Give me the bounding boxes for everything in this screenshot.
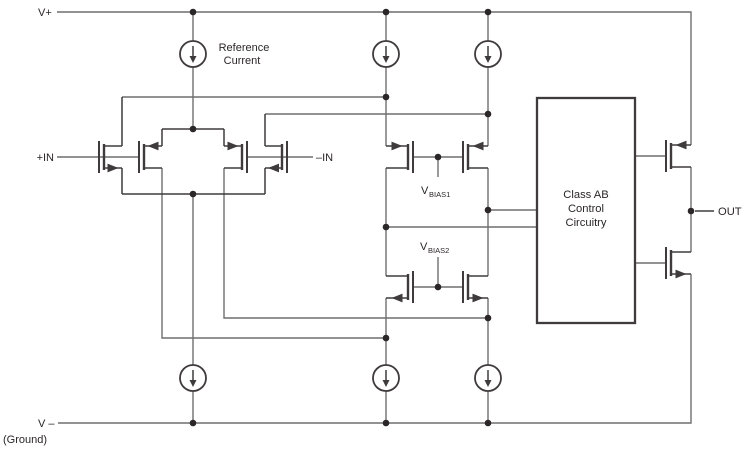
v-plus-label: V+ [38, 7, 52, 19]
noninverting-input-label: +IN [37, 152, 54, 164]
top-current-source-middle [372, 40, 400, 68]
top-current-source-right [474, 40, 502, 68]
ground-note-label: (Ground) [3, 434, 47, 446]
reference-current-source [179, 40, 207, 68]
input-nmos-noninverting [98, 141, 122, 173]
vbias1-label: V [421, 185, 429, 197]
bottom-current-source-right [474, 364, 502, 392]
class-ab-line1: Class AB [563, 189, 608, 201]
inverting-input-label: –IN [316, 152, 333, 164]
output-nmos [665, 247, 691, 279]
input-nmos-inverting [265, 141, 288, 173]
input-pmos-noninverting [138, 141, 162, 173]
class-ab-line3: Circuitry [565, 217, 606, 229]
class-ab-box-outline [535, 96, 637, 325]
reference-current-label-line2: Current [224, 55, 261, 67]
vbias1-pmos-left [386, 141, 414, 173]
vbias1-subscript: BIAS1 [429, 190, 450, 199]
class-ab-line2: Control [568, 203, 604, 215]
output-label: OUT [718, 206, 742, 218]
vbias2-subscript: BIAS2 [428, 246, 449, 255]
vbias2-nmos-right [462, 271, 488, 303]
bottom-current-source-left [179, 364, 207, 392]
positive-rail [57, 11, 692, 145]
input-pmos-inverting [224, 141, 248, 173]
reference-current-label-line1: Reference [219, 42, 270, 54]
output-pmos [665, 140, 691, 172]
labels: V+ V – (Ground) Reference Current +IN –I… [3, 7, 742, 446]
negative-rail [58, 274, 692, 424]
junction-dots [189, 8, 695, 427]
v-minus-label: V – [38, 418, 55, 430]
vbias1-pmos-right [462, 141, 488, 173]
bottom-current-source-middle [372, 364, 400, 392]
vbias2-nmos-left [386, 271, 414, 303]
vbias2-label: V [420, 241, 428, 253]
class-ab-control-box: Class AB Control Circuitry [535, 96, 637, 325]
